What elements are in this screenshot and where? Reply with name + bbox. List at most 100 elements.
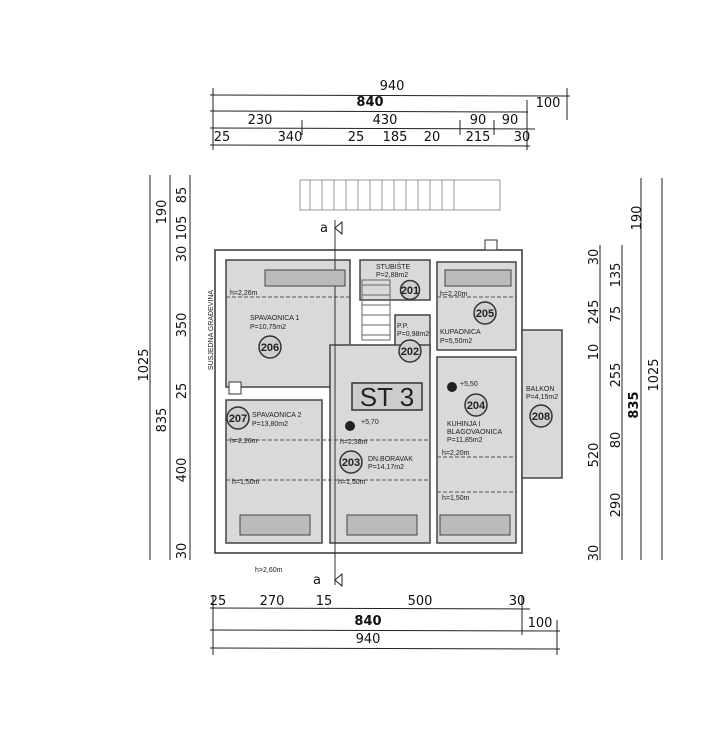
dim-label: 350 (175, 313, 190, 338)
dim-label: 835 (627, 391, 642, 418)
room-202: P.P. P=0,98m2 202 (397, 323, 429, 363)
room-number: 207 (229, 413, 247, 425)
level-mark: +5,70 (361, 419, 379, 426)
title-box (351, 382, 423, 411)
room-area: P=14,17m2 (368, 464, 404, 471)
dim-label: 290 (609, 493, 624, 518)
room-number: 204 (467, 400, 486, 412)
dim-label: 135 (609, 263, 624, 288)
room-area: P=0,98m2 (397, 331, 429, 338)
room-name: BLAGOVAONICA (447, 429, 502, 436)
room-number: 205 (476, 308, 494, 320)
room-205: h=2,20m 205 KUPAONICA P=5,50m2 (440, 291, 497, 345)
dim-label: 25 (175, 383, 190, 400)
dim-label: 215 (466, 130, 491, 145)
room-name: KUHINJA I (447, 421, 481, 428)
room-area: P=5,50m2 (440, 338, 472, 345)
dim-label: 400 (175, 458, 190, 483)
room-name: SPAVAONICA 2 (252, 412, 302, 419)
dim-label: 30 (587, 545, 602, 562)
dim-label: 840 (354, 614, 381, 629)
dim-label: 90 (470, 113, 487, 128)
dim-label: 520 (587, 443, 602, 468)
room-number: 202 (401, 346, 419, 358)
room-208 (521, 329, 563, 479)
section-label: a (320, 221, 328, 236)
dim-label: 20 (424, 130, 441, 145)
section-marker-bottom: a (313, 572, 343, 588)
dim-inner-top: 840 (356, 95, 383, 110)
dim-label: 190 (155, 200, 170, 225)
dim-total-top: 940 (380, 79, 405, 94)
room-height: h=2,26m (230, 290, 258, 297)
dim-label: 940 (356, 632, 381, 647)
title-box-label: ST 3 (360, 382, 414, 412)
dim-label: 30 (175, 543, 190, 560)
room-201: STUBIŠTE P=2,88m2 201 (376, 262, 421, 301)
room-height: h=1,50m (338, 479, 366, 486)
room-height: h=2,20m (440, 291, 468, 298)
dim-label: 85 (175, 187, 190, 204)
room-number: 201 (401, 285, 419, 297)
dim-label: 430 (373, 113, 398, 128)
dim-label: 190 (630, 206, 645, 231)
room-204: +5,50 204 KUHINJA I BLAGOVAONICA P=11,85… (442, 381, 502, 502)
room-height: h=1,50m (442, 495, 470, 502)
room-name: P.P. (397, 323, 408, 330)
dim-label: 30 (587, 249, 602, 266)
dim-overhang-top: 100 (536, 96, 561, 111)
room-area: P=10,75m2 (250, 324, 286, 331)
section-label: a (313, 573, 321, 588)
dim-label: 75 (609, 306, 624, 323)
dim-label: 245 (587, 300, 602, 325)
dim-label: 100 (528, 616, 553, 631)
dim-label: 835 (155, 408, 170, 433)
section-marker-top: a (320, 220, 343, 236)
neighbour-label: SUSJEDNA GRAĐEVINA (208, 290, 215, 370)
dim-label: 185 (383, 130, 408, 145)
room-203: +5,70 h=2,38m 203 DN.BORAVAK P=14,17m2 h… (338, 419, 413, 486)
dim-label: 1025 (137, 348, 152, 381)
room-number: 203 (342, 457, 360, 469)
bottom-dimensions: 25 270 15 500 30 840 100 940 (210, 594, 561, 655)
dim-label: 30 (509, 594, 526, 609)
dim-label: 30 (514, 130, 531, 145)
dim-label: 340 (278, 130, 303, 145)
room-name: DN.BORAVAK (368, 456, 413, 463)
room-area: P=2,88m2 (376, 272, 408, 279)
room-number: 208 (532, 411, 550, 423)
dim-label: 25 (348, 130, 365, 145)
room-number: 206 (261, 342, 279, 354)
room-height: h=1,50m (232, 479, 260, 486)
dim-label: 255 (609, 363, 624, 388)
height-note: h>2,60m (255, 567, 283, 574)
room-name: STUBIŠTE (376, 262, 411, 271)
left-dimensions: 1025 835 190 85 105 30 350 25 400 30 (137, 175, 191, 560)
dim-label: 500 (408, 594, 433, 609)
dim-label: 270 (260, 594, 285, 609)
dim-label: 90 (502, 113, 519, 128)
dim-label: 10 (587, 344, 602, 361)
dim-label: 230 (248, 113, 273, 128)
dim-label: 105 (175, 216, 190, 241)
room-area: P=13,80m2 (252, 421, 288, 428)
room-name: KUPAONICA (440, 329, 481, 336)
dim-label: 1025 (647, 358, 662, 391)
dim-label: 80 (609, 432, 624, 449)
room-area: P=11,85m2 (447, 437, 483, 444)
room-208-labels: BALKON P=4,15m2 208 (526, 386, 558, 428)
dim-label: 30 (175, 246, 190, 263)
level-mark: +5,50 (460, 381, 478, 388)
room-name: BALKON (526, 386, 554, 393)
room-area: P=4,15m2 (526, 394, 558, 401)
room-207: 207 SPAVAONICA 2 P=13,80m2 h=2,26m h=1,5… (226, 406, 302, 486)
dim-label: 25 (214, 130, 231, 145)
room-206: SPAVAONICA 1 P=10,75m2 206 h=2,26m (230, 290, 300, 359)
room-height: h=2,38m (340, 439, 368, 446)
exterior-stairs (299, 179, 501, 211)
dim-label: 25 (210, 594, 227, 609)
right-dimensions: 190 30 135 245 75 10 255 835 1025 80 520… (587, 178, 663, 562)
room-height: h=2,26m (230, 438, 258, 445)
dim-label: 15 (316, 594, 333, 609)
room-name: SPAVAONICA 1 (250, 315, 300, 322)
